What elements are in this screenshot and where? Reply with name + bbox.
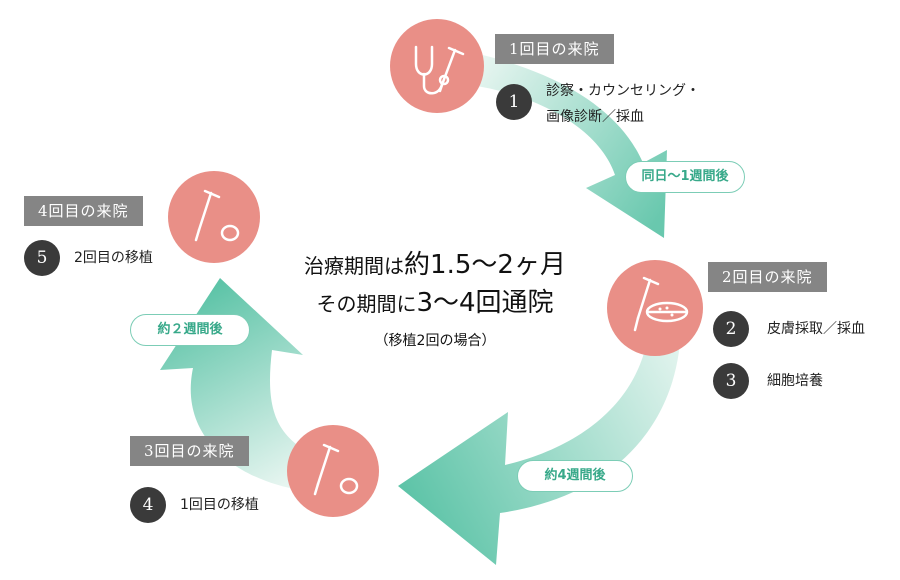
interval-3-pill: 約２週間後 — [130, 314, 250, 346]
syringe-vial-icon — [168, 171, 260, 263]
step-5-number: 5 — [24, 240, 60, 276]
visit-count-value: 3〜4回通院 — [416, 288, 554, 318]
arrow-visit1-to-visit2 — [470, 52, 667, 238]
step-3-number: 3 — [713, 363, 749, 399]
visit-count-label: その期間に — [316, 292, 417, 316]
visit-1-tag: 1回目の来院 — [495, 34, 614, 64]
stethoscope-syringe-icon — [390, 19, 484, 113]
step-2-number: 2 — [713, 311, 749, 347]
center-note: （移植2回の場合） — [374, 333, 496, 349]
step-1-text-line-2: 画像診断／採血 — [546, 109, 644, 125]
treatment-duration-value: 約1.5〜2ヶ月 — [404, 250, 566, 280]
visit-2-tag: 2回目の来院 — [708, 262, 827, 292]
step-4-text: 1回目の移植 — [180, 497, 259, 513]
syringe-vial-icon — [287, 425, 379, 517]
step-2-text: 皮膚採取／採血 — [767, 321, 865, 337]
arrow-visit2-to-visit3 — [398, 300, 682, 565]
step-4-number: 4 — [130, 487, 166, 523]
step-1-text: 診察・カウンセリング・ 画像診断／採血 — [546, 78, 700, 130]
interval-2-pill: 約4週間後 — [517, 460, 633, 492]
step-3-text: 細胞培養 — [767, 373, 823, 389]
interval-1-pill: 同日〜1週間後 — [625, 161, 745, 193]
step-1-text-line-1: 診察・カウンセリング・ — [546, 83, 700, 99]
step-5-text: 2回目の移植 — [74, 250, 153, 266]
visit-3-tag: 3回目の来院 — [130, 436, 249, 466]
treatment-duration-label: 治療期間は — [304, 254, 405, 278]
step-1-number: 1 — [496, 84, 532, 120]
visit-4-tag: 4回目の来院 — [24, 196, 143, 226]
syringe-petri-dish-icon — [607, 260, 703, 356]
visit-count-line: その期間に3〜4回通院 — [270, 282, 600, 319]
treatment-duration-line: 治療期間は約1.5〜2ヶ月 — [270, 244, 600, 281]
